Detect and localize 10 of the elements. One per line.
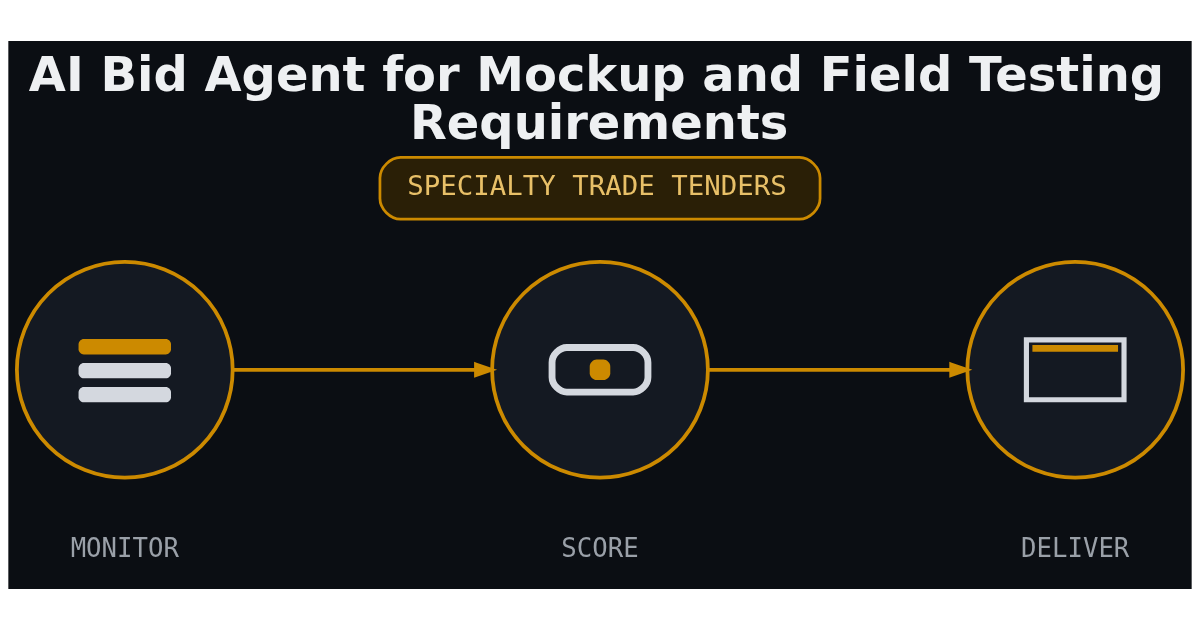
diagram-title: AI Bid Agent for Mockup and Field Testing Requirements [28, 46, 1165, 151]
arrow [232, 361, 498, 378]
node-circle [15, 260, 235, 480]
node-circle [965, 260, 1185, 480]
node-label: SCORE [561, 533, 639, 564]
node-box: SPECIALTY TRADE TENDERS [378, 156, 822, 221]
node-circle [490, 260, 710, 480]
node-label: MONITOR [70, 533, 179, 564]
arrow [708, 361, 973, 378]
node-label: DELIVER [1021, 533, 1130, 564]
